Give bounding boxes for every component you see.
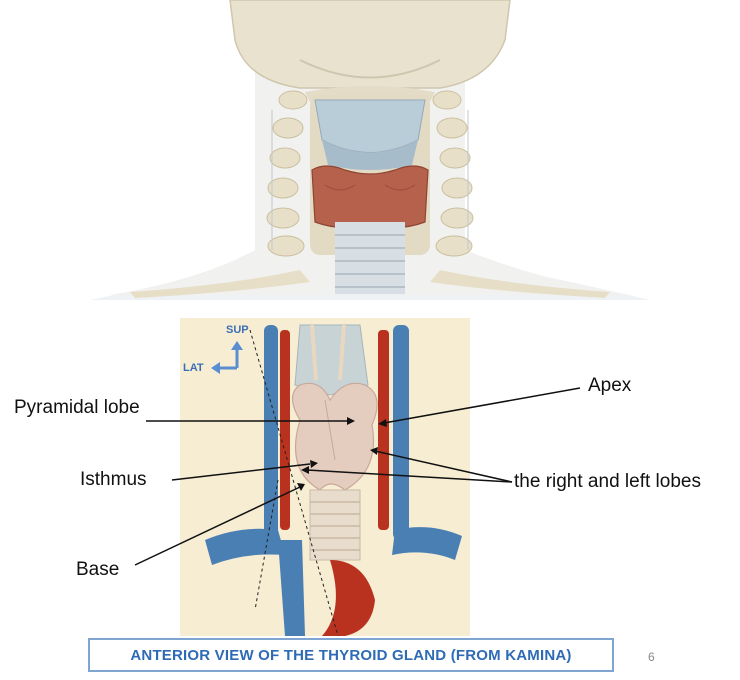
label-base: Base [76, 558, 119, 582]
slide-number: 6 [648, 650, 655, 664]
caption-text: ANTERIOR VIEW OF THE THYROID GLAND (FROM… [130, 647, 571, 664]
trachea-top [335, 222, 405, 294]
caption-box: ANTERIOR VIEW OF THE THYROID GLAND (FROM… [88, 638, 614, 672]
label-right-left-lobes: the right and left lobes [514, 470, 701, 494]
thyroid-gland-top [312, 166, 428, 228]
lat-label: LAT [183, 362, 204, 374]
label-pyramidal-lobe: Pyramidal lobe [14, 396, 144, 420]
label-apex: Apex [588, 374, 631, 398]
top-neck-illustration [90, 0, 650, 300]
mandible [230, 0, 510, 88]
sup-label: SUP [226, 324, 249, 336]
label-isthmus: Isthmus [80, 468, 147, 492]
